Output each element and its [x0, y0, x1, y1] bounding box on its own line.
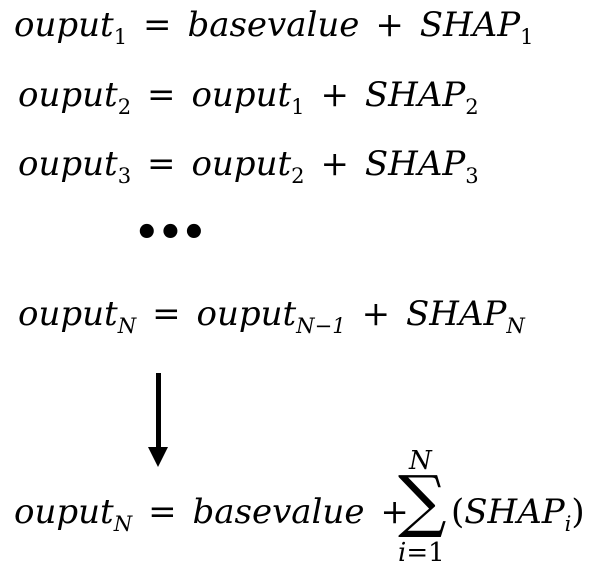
rhs-term-b: SHAP [364, 144, 466, 184]
arrow-shaft [156, 373, 161, 449]
sum-lower-limit: i=1 [398, 538, 445, 568]
equals-sign: = [147, 144, 176, 184]
sum-index-var: i [398, 538, 407, 568]
lhs-var: ouput [14, 492, 114, 532]
final-equation: ouputN = basevalue + [14, 495, 414, 534]
lhs-subscript: 2 [117, 94, 132, 119]
plus-sign: + [375, 5, 404, 45]
sigma-symbol: ∑ [398, 462, 447, 541]
term-subscript: i [564, 511, 572, 536]
rhs-term-a-subscript: 2 [291, 163, 305, 188]
summation: N ∑ i=1 [396, 446, 450, 572]
rhs-term-a: basevalue [192, 492, 365, 532]
rhs-term-a-subscript: 1 [291, 94, 305, 119]
equals-sign: = [152, 294, 181, 334]
lhs-var: ouput [18, 294, 118, 334]
lhs-var: ouput [18, 75, 118, 115]
lhs-subscript: N [113, 511, 133, 536]
plus-sign: + [361, 294, 391, 334]
plus-sign: + [320, 144, 349, 184]
term-var: SHAP [464, 492, 565, 532]
lhs-subscript: N [117, 313, 137, 338]
rhs-term-a-subscript: N−1 [296, 313, 346, 338]
sum-index-start: =1 [406, 538, 445, 568]
sum-upper-limit: N [409, 446, 432, 476]
equation-line-n: ouputN = ouputN−1 + SHAPN [18, 297, 525, 336]
rhs-term-a: basevalue [187, 5, 360, 45]
arrow-head [148, 447, 168, 467]
close-paren: ) [571, 492, 585, 532]
lhs-subscript: 3 [117, 163, 132, 188]
ellipsis: ••• [134, 210, 207, 256]
sum-term: (SHAPi) [451, 495, 585, 534]
rhs-term-b-subscript: 3 [465, 163, 479, 188]
equation-line-2: ouput2 = ouput1 + SHAP2 [18, 78, 479, 117]
rhs-term-a: ouput [196, 294, 297, 334]
open-paren: ( [451, 492, 465, 532]
rhs-term-a: ouput [191, 75, 292, 115]
rhs-term-a: ouput [191, 144, 292, 184]
lhs-var: ouput [14, 5, 114, 45]
lhs-var: ouput [18, 144, 118, 184]
equals-sign: = [143, 5, 172, 45]
equation-line-1: ouput1 = basevalue + SHAP1 [14, 8, 534, 47]
rhs-term-b-subscript: 2 [465, 94, 479, 119]
lhs-subscript: 1 [113, 24, 128, 49]
equals-sign: = [148, 492, 177, 532]
rhs-term-b-subscript: 1 [520, 24, 534, 49]
equation-line-3: ouput3 = ouput2 + SHAP3 [18, 147, 479, 186]
plus-sign: + [380, 492, 409, 532]
plus-sign: + [320, 75, 349, 115]
rhs-term-b: SHAP [419, 5, 521, 45]
rhs-term-b: SHAP [364, 75, 466, 115]
equals-sign: = [147, 75, 176, 115]
rhs-term-b: SHAP [406, 294, 507, 334]
rhs-term-b-subscript: N [506, 313, 525, 338]
